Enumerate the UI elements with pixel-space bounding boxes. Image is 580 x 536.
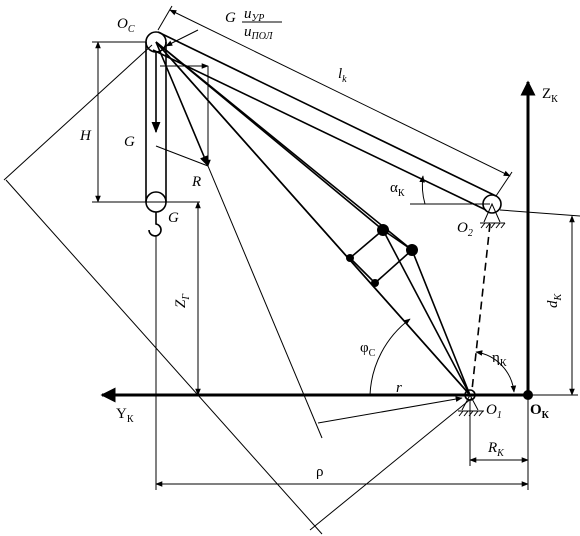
jib-line-lower [152,49,487,211]
long-diagonal [5,179,323,535]
label-lk: lk [338,66,347,85]
o1-hatch [458,410,484,417]
truss-joint-1 [377,224,389,236]
label-g-bottom: G [168,210,179,226]
truss-link-1 [349,229,384,259]
label-g-top: G [225,10,236,26]
truss-link-3 [374,249,413,284]
label-rho: ρ [316,464,324,480]
label-o2: O2 [457,220,473,239]
dk-ext-top [499,209,580,217]
o2-support [483,202,501,223]
phi-arc [369,318,411,396]
long-diagonal-upper [3,44,153,181]
label-rk: RК [487,440,505,459]
label-o1: O1 [486,402,502,421]
label-r-small: r [396,380,402,396]
long-diagonal-lower [309,397,473,531]
label-frac-den: uПОЛ [244,24,274,42]
g-top-arrow [165,29,199,47]
label-ok: OК [530,402,550,421]
label-zk: ZК [542,86,558,105]
label-phi: φС [360,340,376,359]
boom-truss-upper [155,41,413,251]
boom-rear-line-lower [382,229,471,396]
label-yk: YК [116,406,134,425]
jib-extra-line [155,41,471,396]
lk-dim-line [169,9,511,177]
hook-icon [148,212,162,237]
truss-link-4 [349,257,376,284]
truss-joint-2 [406,244,418,256]
r-resultant [155,41,209,168]
label-alpha: αК [390,180,405,199]
label-dk: dК [545,293,564,309]
label-g-load: G [124,134,135,150]
label-r: R [191,174,201,190]
jib-line-upper [157,31,497,197]
o1-o2-dashed [471,223,491,391]
label-oc: OC [117,16,135,35]
label-h: H [79,128,92,144]
truss-joint-3 [346,254,354,262]
o2-hatch [480,222,506,229]
g-r-base [155,145,209,167]
truss-link-5 [411,249,471,396]
alpha-arc [419,175,426,205]
label-frac-num: uУР [244,6,264,24]
label-zg: ZГ [173,294,192,308]
eta-arc [475,350,517,393]
r-dim-line [317,396,463,424]
lk-dim-ext-left [157,5,173,31]
o1-support [461,393,479,411]
label-eta: ηК [492,350,507,369]
